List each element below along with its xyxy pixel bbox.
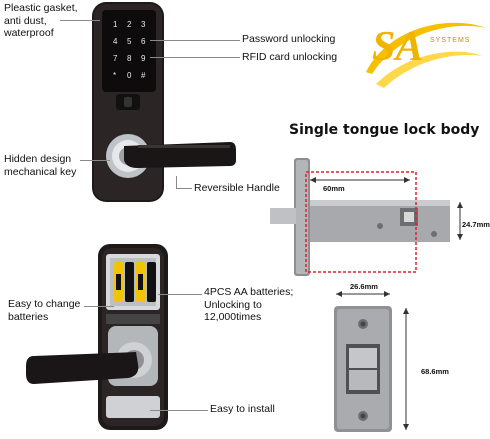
- leader-line: [150, 40, 240, 41]
- keypad-key: 4: [113, 37, 118, 46]
- keypad-key: 1: [113, 20, 118, 29]
- keypad-key: 2: [127, 20, 132, 29]
- leader-line: [176, 188, 192, 189]
- leader-line: [150, 410, 208, 411]
- keypad-key: 0: [127, 71, 132, 80]
- keypad-key: *: [113, 71, 116, 80]
- leader-line: [84, 306, 114, 307]
- battery-info-label: 4PCS AA batteries; Unlocking to 12,000ti…: [204, 286, 294, 323]
- keypad-key: 6: [141, 37, 146, 46]
- leader-line: [60, 20, 100, 21]
- lock-body-side-image: [270, 150, 490, 280]
- top-lock-image: 1 2 3 4 5 6 7 8 9 * 0 #: [80, 0, 240, 210]
- gasket-label: Pleastic gasket, anti dust, waterproof: [4, 2, 78, 39]
- keypad-grid: 1 2 3 4 5 6 7 8 9 * 0 #: [113, 20, 146, 80]
- keypad-key: 3: [141, 20, 146, 29]
- plate-height-dim-label: 68.6mm: [421, 367, 449, 376]
- password-label: Password unlocking: [242, 33, 336, 45]
- lock-body-title: Single tongue lock body: [289, 122, 480, 138]
- logo-letters: SA: [372, 24, 423, 70]
- leader-line: [150, 57, 240, 58]
- logo-word: SYSTEMS: [430, 37, 470, 44]
- battery-pack: [114, 262, 156, 302]
- rfid-label: RFID card unlocking: [242, 51, 338, 63]
- keypad-key: 8: [127, 54, 132, 63]
- leader-line: [158, 294, 202, 295]
- keypad-key: 9: [141, 54, 146, 63]
- length-dim-label: 60mm: [323, 184, 345, 193]
- change-batteries-label: Easy to change batteries: [8, 298, 81, 323]
- height-dim-label: 24.7mm: [462, 220, 490, 229]
- lock-body-plate-image: [320, 286, 430, 434]
- leader-line: [176, 176, 177, 188]
- leader-line: [80, 160, 110, 161]
- sa-logo-graphic: SA SYSTEMS: [366, 22, 486, 88]
- keypad-key: 7: [113, 54, 118, 63]
- handle-label: Reversible Handle: [194, 182, 280, 194]
- brand-logo: SA SYSTEMS: [358, 2, 490, 100]
- keypad-key: #: [141, 71, 146, 80]
- plate-width-dim-label: 26.6mm: [350, 282, 378, 291]
- bottom-lock-image: [24, 240, 184, 434]
- hidden-key-label: Hidden design mechanical key: [4, 153, 77, 178]
- keypad-key: 5: [127, 37, 132, 46]
- install-label: Easy to install: [210, 403, 275, 415]
